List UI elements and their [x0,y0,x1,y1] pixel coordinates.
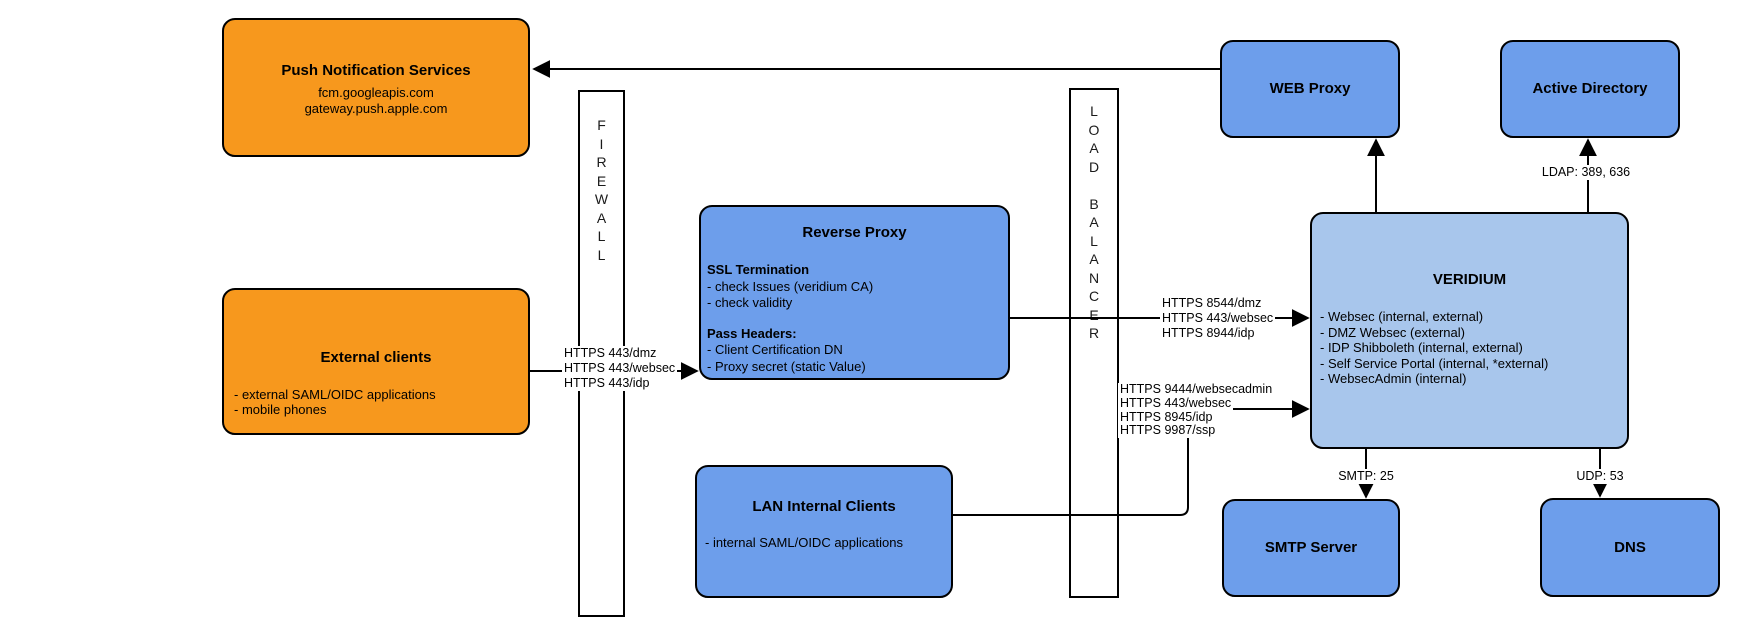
veridium-service: - WebsecAdmin (internal) [1320,371,1467,386]
rp-section-heading: Pass Headers: [707,325,797,341]
node-reverse-proxy: Reverse Proxy SSL Termination - check Is… [699,205,1010,380]
push-apns-host: gateway.push.apple.com [304,101,448,116]
node-veridium: VERIDIUM - Websec (internal, external) -… [1310,212,1629,449]
port-label: HTTPS 443/idp [562,376,652,391]
node-external-clients: External clients - external SAML/OIDC ap… [222,288,530,435]
edge-label-external-to-reverseproxy: HTTPS 443/dmz HTTPS 443/websec HTTPS 443… [562,346,678,391]
node-title: Reverse Proxy [802,224,907,241]
node-title: WEB Proxy [1269,80,1351,97]
node-title: Push Notification Services [281,62,471,79]
edge-label-udp: UDP: 53 [1574,469,1626,484]
node-title: External clients [320,349,432,366]
veridium-service: - Websec (internal, external) [1320,309,1484,324]
port-label: HTTPS 9444/websecadmin [1118,382,1275,397]
firewall-label: F I R E W A L L [594,117,609,263]
port-label: HTTPS 443/websec [1118,395,1234,411]
node-title: VERIDIUM [1432,271,1507,288]
port-label: HTTPS 443/websec [562,361,678,376]
port-label: HTTPS 8945/idp [1118,409,1215,425]
edge-label-lan-to-veridium: HTTPS 9444/websecadmin HTTPS 443/websec … [1118,382,1275,439]
node-title: LAN Internal Clients [752,498,896,515]
node-title: SMTP Server [1264,539,1358,556]
node-title: DNS [1614,538,1646,556]
veridium-service: - IDP Shibboleth (internal, external) [1320,340,1523,355]
rp-item: - check Issues (veridium CA) [707,278,874,294]
external-clients-item: - external SAML/OIDC applications [234,387,436,402]
veridium-service: - Self Service Portal (internal, *extern… [1320,355,1549,371]
rp-item: - Client Certification DN [707,342,843,357]
node-web-proxy: WEB Proxy [1220,40,1400,138]
port-label: HTTPS 8544/dmz [1160,296,1264,311]
rp-section-heading: SSL Termination [707,262,810,277]
edge-label-smtp: SMTP: 25 [1336,469,1396,484]
port-label: HTTPS 9987/ssp [1118,423,1218,439]
port-label: UDP: 53 [1574,469,1626,484]
port-label: LDAP: 389, 636 [1539,165,1633,180]
node-lan-internal-clients: LAN Internal Clients - internal SAML/OID… [695,465,953,598]
port-label: HTTPS 443/dmz [562,346,659,361]
port-label: HTTPS 443/websec [1160,311,1276,326]
veridium-service: - DMZ Websec (external) [1320,324,1465,340]
node-title: Active Directory [1532,80,1648,97]
node-load-balancer: L O A D B A L A N C E R [1069,88,1119,598]
load-balancer-label: L O A D B A L A N C E R [1088,103,1100,341]
node-smtp-server: SMTP Server [1222,499,1400,597]
port-label: HTTPS 8944/idp [1160,326,1257,341]
push-fcm-host: fcm.googleapis.com [318,85,434,100]
rp-item: - check validity [707,295,793,310]
port-label: SMTP: 25 [1336,469,1396,484]
node-dns: DNS [1540,498,1720,597]
edge-label-reverseproxy-to-veridium: HTTPS 8544/dmz HTTPS 443/websec HTTPS 89… [1160,296,1276,341]
lan-item: - internal SAML/OIDC applications [705,535,903,550]
rp-item: - Proxy secret (static Value) [707,358,866,374]
edge-label-ldap: LDAP: 389, 636 [1539,165,1633,180]
external-clients-item: - mobile phones [234,402,327,417]
node-push-notification-services: Push Notification Services fcm.googleapi… [222,18,530,157]
node-active-directory: Active Directory [1500,40,1680,138]
